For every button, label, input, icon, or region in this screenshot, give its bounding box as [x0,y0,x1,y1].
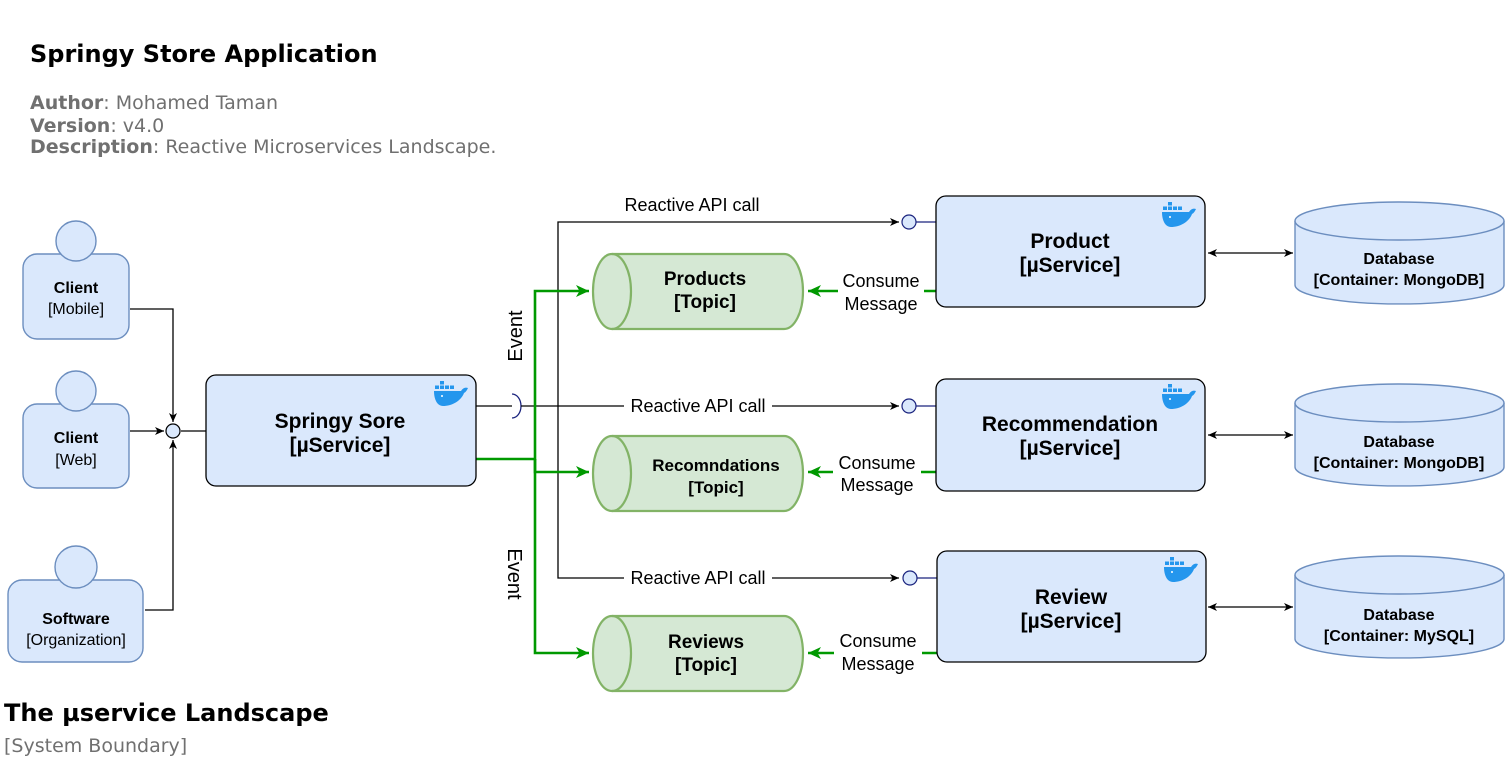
service-type: [µService] [1021,610,1122,633]
api-call-label: Reactive API call [624,195,759,215]
event-products-arrow [476,285,589,461]
topic-products: Products [Topic] [591,252,805,331]
actor-type: [Web] [55,452,97,469]
actor-client-web: Client [Web] [22,370,130,489]
connector-labels: Reactive API call Reactive API call Reac… [503,195,924,675]
service-type: [µService] [1020,437,1121,460]
author-line: Author: Mohamed Taman [30,92,279,114]
event-label: Event [503,548,525,600]
database-recommendation: Database [Container: MongoDB] [1294,383,1505,487]
consume-label: Consume [839,631,916,651]
event-recommendations-arrow [533,459,589,478]
api-call-label: Reactive API call [630,396,765,416]
actor-client-mobile: Client [Mobile] [22,220,130,340]
review-interface-port [902,570,918,586]
service-type: [µService] [290,434,391,457]
consume-label: Consume [838,453,915,473]
actor-name: Client [54,430,99,447]
person-icon [55,220,97,262]
description-line: Description: Reactive Microservices Land… [30,136,497,158]
message-label: Message [840,475,913,495]
topic-recommendations: Recomndations [Topic] [591,434,805,513]
service-name: Review [1035,586,1108,609]
actor-type: [Mobile] [48,301,104,318]
person-icon [54,545,98,589]
topic-name: Reviews [668,632,744,653]
actor-name: Software [42,611,110,628]
api-call-label: Reactive API call [630,568,765,588]
api-call-review-arrow [557,406,899,582]
database-product: Database [Container: MongoDB] [1294,201,1505,305]
database-review: Database [Container: MySQL] [1294,555,1505,659]
actor-software-organization: Software [Organization] [7,545,144,663]
topic-type: [Topic] [688,478,743,497]
message-label: Message [844,294,917,314]
recommendation-interface-port [901,398,917,414]
consume-label: Consume [842,271,919,291]
gateway-interface-port [165,423,181,439]
database-type: [Container: MySQL] [1324,628,1474,645]
database-type: [Container: MongoDB] [1314,272,1485,289]
topic-type: [Topic] [675,655,737,676]
software-to-junction-arrow [145,440,177,611]
mobile-to-junction-arrow [130,308,177,422]
service-product: Product [µService] [935,195,1206,308]
system-boundary-subtitle: [System Boundary] [4,735,188,757]
actor-type: [Organization] [26,632,126,649]
event-reviews-arrow [533,459,589,659]
actor-name: Client [54,280,99,297]
api-call-product-arrow [557,218,899,406]
topic-type: [Topic] [674,292,736,313]
database-name: Database [1363,434,1434,451]
service-type: [µService] [1020,254,1121,277]
app-title: Springy Store Application [30,40,378,68]
topic-name: Recomndations [652,456,780,475]
database-name: Database [1363,251,1434,268]
gateway-service: Springy Sore [µService] [205,374,477,487]
service-name: Recommendation [982,413,1158,436]
topic-name: Products [664,269,746,290]
service-name: Product [1030,230,1109,253]
line-hop [511,393,522,419]
service-recommendation: Recommendation [µService] [935,378,1206,492]
service-name: Springy Sore [275,410,406,433]
database-type: [Container: MongoDB] [1314,455,1485,472]
service-review: Review [µService] [936,550,1207,663]
product-interface-port [901,214,917,230]
event-label: Event [505,310,527,362]
system-boundary-title: The µservice Landscape [4,699,329,727]
person-icon [55,370,97,412]
version-line: Version: v4.0 [30,115,165,137]
topic-reviews: Reviews [Topic] [591,614,805,693]
message-label: Message [841,654,914,674]
database-name: Database [1363,607,1434,624]
